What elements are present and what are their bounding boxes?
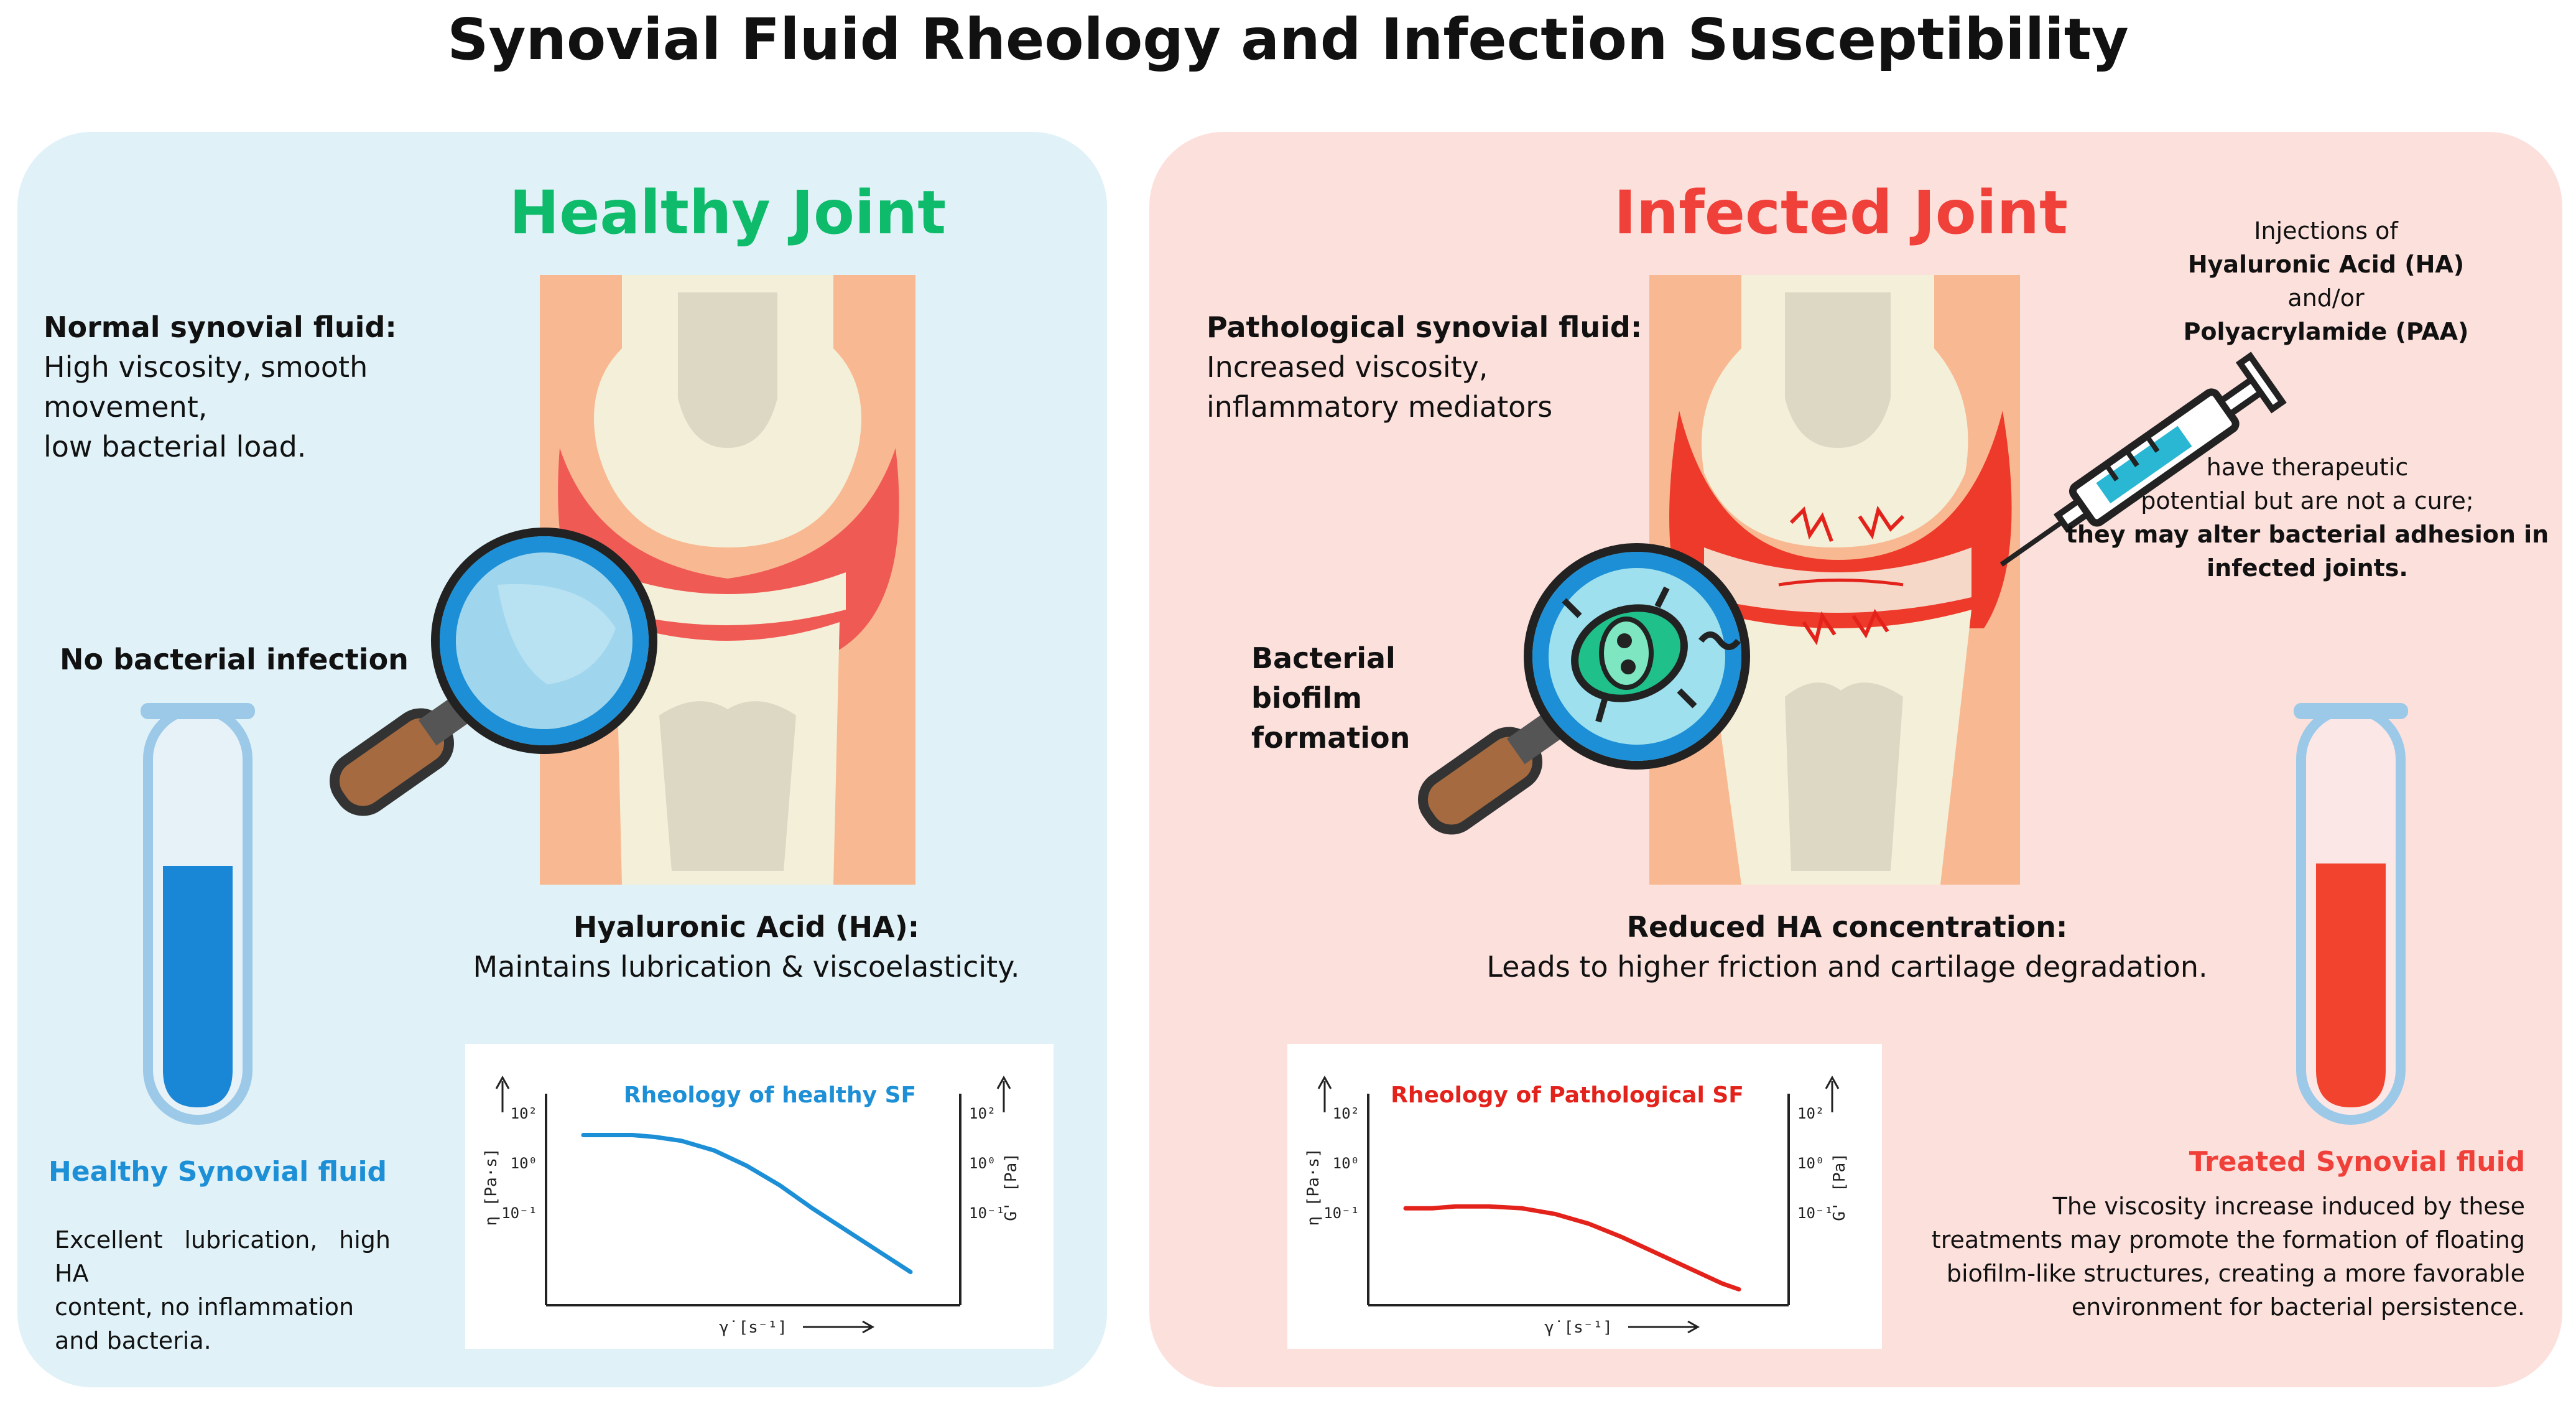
healthy-sf-desc-line3: content, no inflammation — [55, 1293, 354, 1321]
normal-sf-title: Normal synovial fluid: — [44, 310, 397, 344]
biofilm-line2: formation — [1251, 721, 1411, 755]
x-axis-label: γ̇ [s⁻¹] — [1544, 1318, 1613, 1337]
ha-title: Hyaluronic Acid (HA): — [573, 910, 920, 944]
chart-title: Rheology of healthy SF — [623, 1082, 917, 1108]
y-axis-label: η [Pa·s] — [1304, 1148, 1323, 1226]
injection-line2: Hyaluronic Acid (HA) — [2187, 251, 2465, 278]
y-axis-arrowhead — [1317, 1075, 1332, 1089]
y-tick-label: 10⁻¹ — [1323, 1204, 1360, 1222]
normal-sf-line1: High viscosity, smooth movement, — [44, 350, 368, 424]
series-line — [581, 1133, 913, 1275]
therapeutic-description: have therapeutic potential but are not a… — [2052, 450, 2562, 585]
biofilm-label: Bacterial biofilm formation — [1251, 638, 1513, 758]
healthy-sf-desc-line4: and bacteria. — [55, 1327, 211, 1354]
y2-axis-arrowhead — [996, 1075, 1011, 1089]
healthy-knee-illustration — [540, 275, 915, 885]
treated-test-tube-icon — [2294, 703, 2408, 1125]
y2-tick-label: 10² — [969, 1105, 996, 1122]
normal-sf-line2: low bacterial load. — [44, 430, 307, 463]
y-axis-label: η [Pa·s] — [482, 1148, 501, 1226]
healthy-joint-heading: Healthy Joint — [509, 178, 947, 248]
chart-title: Rheology of Pathological SF — [1391, 1082, 1744, 1108]
injection-description: Injections of Hyaluronic Acid (HA) and/o… — [2052, 214, 2576, 348]
treated-line2: treatments may promote the formation of … — [1931, 1226, 2525, 1254]
patho-sf-line1: Increased viscosity, — [1207, 350, 1488, 384]
healthy-sf-label: Healthy Synovial fluid — [48, 1156, 387, 1188]
healthy-sf-description: Excellent lubrication, high HA content, … — [55, 1223, 391, 1357]
therapeutic-line4: infected joints. — [2207, 554, 2408, 582]
y2-axis-label: G' [Pa] — [1002, 1153, 1021, 1221]
y-tick-label: 10² — [1333, 1105, 1360, 1122]
reduced-ha-description: Reduced HA concentration: Leads to highe… — [1455, 907, 2239, 987]
normal-sf-description: Normal synovial fluid: High viscosity, s… — [44, 307, 516, 467]
treated-line4: environment for bacterial persistence. — [2071, 1293, 2525, 1321]
ha-text: Maintains lubrication & viscoelasticity. — [473, 950, 1020, 984]
healthy-rheology-chart: Rheology of healthy SF 10² 10⁰ 10⁻¹ 10² 10⁰ 1… — [465, 1044, 1054, 1349]
healthy-sf-desc-line2: HA — [55, 1260, 89, 1287]
healthy-test-tube-icon — [141, 703, 255, 1125]
syringe-icon — [1999, 351, 2287, 567]
y-axis-arrowhead — [495, 1075, 510, 1089]
x-axis-arrowhead — [1687, 1320, 1700, 1334]
injection-line1: Injections of — [2254, 217, 2398, 244]
y2-axis-arrowhead — [1825, 1075, 1840, 1089]
y2-tick-label: 10² — [1797, 1105, 1824, 1122]
patho-sf-line2: inflammatory mediators — [1207, 390, 1553, 424]
magnifier-bacteria-icon — [1417, 543, 1750, 835]
healthy-sf-desc-line1: Excellent lubrication, high — [55, 1226, 391, 1254]
y-tick-label: 10⁻¹ — [501, 1204, 537, 1222]
therapeutic-line1: have therapeutic — [2206, 454, 2409, 481]
x-axis-label: γ̇ [s⁻¹] — [719, 1318, 787, 1337]
reduced-ha-title: Reduced HA concentration: — [1626, 910, 2068, 944]
treated-sf-label: Treated Synovial fluid — [2189, 1146, 2526, 1178]
patho-sf-title: Pathological synovial fluid: — [1207, 310, 1642, 344]
therapeutic-line3: they may alter bacterial adhesion in — [2065, 521, 2549, 548]
y-tick-label: 10⁰ — [1333, 1155, 1360, 1172]
pathological-sf-description: Pathological synovial fluid: Increased v… — [1207, 307, 1704, 427]
treated-sf-description: The viscosity increase induced by these … — [1903, 1189, 2525, 1324]
treated-line1: The viscosity increase induced by these — [2052, 1193, 2525, 1220]
y2-axis-label: G' [Pa] — [1830, 1153, 1849, 1221]
pathological-rheology-chart: Rheology of Pathological SF 10² 10⁰ 10⁻¹ 10… — [1287, 1044, 1882, 1349]
ha-description: Hyaluronic Acid (HA): Maintains lubricat… — [435, 907, 1057, 987]
no-infection-label: No bacterial infection — [60, 643, 409, 676]
y2-tick-label: 10⁻¹ — [969, 1204, 1005, 1222]
y-tick-label: 10⁰ — [511, 1155, 537, 1172]
infected-joint-heading: Infected Joint — [1614, 178, 2068, 248]
treated-line3: biofilm-like structures, creating a more… — [1946, 1260, 2525, 1287]
y2-tick-label: 10⁻¹ — [1797, 1204, 1833, 1222]
reduced-ha-text: Leads to higher friction and cartilage d… — [1486, 950, 2208, 984]
series-line — [1403, 1204, 1741, 1292]
x-axis-arrowhead — [862, 1320, 875, 1334]
page-title: Synovial Fluid Rheology and Infection Su… — [447, 6, 2129, 73]
injection-line3: and/or — [2287, 284, 2365, 312]
magnifier-icon — [329, 528, 657, 816]
injection-line4: Polyacrylamide (PAA) — [2183, 318, 2469, 345]
y-tick-label: 10² — [511, 1105, 537, 1122]
y2-tick-label: 10⁰ — [969, 1155, 996, 1172]
biofilm-line1: Bacterial biofilm — [1251, 641, 1396, 715]
y2-tick-label: 10⁰ — [1797, 1155, 1824, 1172]
therapeutic-line2: potential but are not a cure; — [2141, 487, 2474, 514]
